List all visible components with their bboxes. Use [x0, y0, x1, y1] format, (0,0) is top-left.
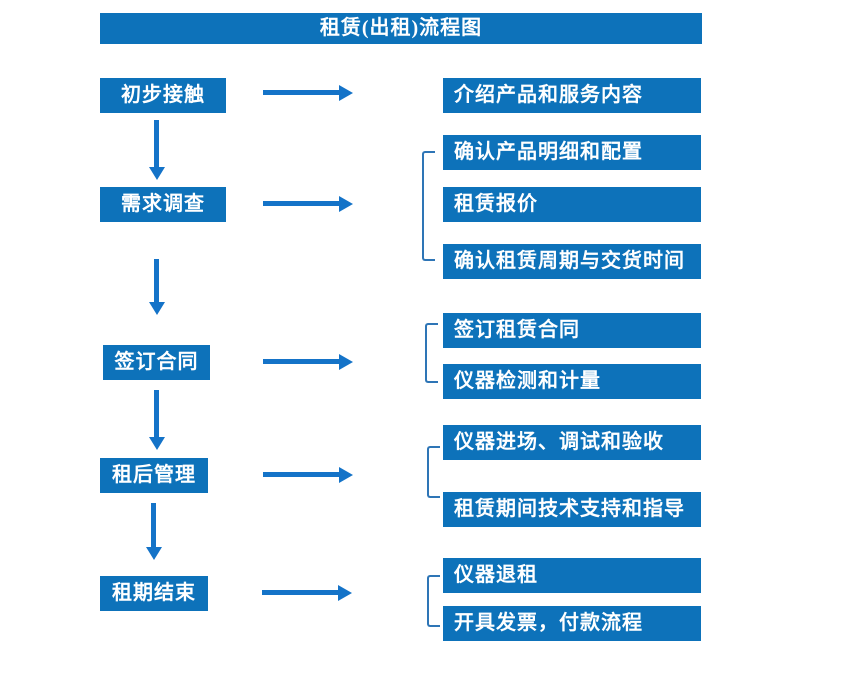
arrow-head	[339, 196, 353, 212]
group-bracket-demand-survey	[422, 151, 435, 261]
stage-box-initial-contact: 初步接触	[100, 78, 226, 113]
arrow-down-icon	[149, 120, 165, 180]
arrow-shaft	[263, 90, 340, 95]
detail-box-rental-quote: 租赁报价	[443, 187, 701, 222]
arrow-down-icon	[149, 390, 165, 450]
arrow-shaft	[262, 590, 339, 595]
detail-box-confirm-period-delivery: 确认租赁周期与交货时间	[443, 244, 701, 279]
detail-box-tech-support-guidance: 租赁期间技术支持和指导	[443, 492, 701, 527]
arrow-down-icon	[146, 503, 162, 560]
detail-box-instrument-return: 仪器退租	[443, 558, 701, 593]
arrow-head	[339, 85, 353, 101]
detail-box-intro-products-services: 介绍产品和服务内容	[443, 78, 701, 113]
group-bracket-post-rental	[427, 446, 440, 498]
arrow-shaft	[263, 472, 340, 477]
stage-box-sign-contract: 签订合同	[103, 345, 210, 380]
arrow-right-icon	[262, 585, 352, 601]
arrow-right-icon	[263, 85, 353, 101]
arrow-head	[146, 547, 162, 560]
arrow-head	[338, 585, 352, 601]
group-bracket-sign-contract	[425, 323, 438, 383]
arrow-right-icon	[263, 354, 353, 370]
detail-box-instrument-test-measure: 仪器检测和计量	[443, 364, 701, 399]
arrow-shaft	[263, 359, 340, 364]
arrow-head	[339, 354, 353, 370]
stage-box-lease-end: 租期结束	[100, 576, 208, 611]
detail-box-confirm-product-config: 确认产品明细和配置	[443, 135, 701, 170]
arrow-right-icon	[263, 467, 353, 483]
arrow-shaft	[263, 201, 340, 206]
arrow-shaft	[151, 503, 156, 547]
group-bracket-lease-end	[427, 575, 440, 627]
detail-box-sign-rental-contract: 签订租赁合同	[443, 313, 701, 348]
arrow-right-icon	[263, 196, 353, 212]
arrow-head	[339, 467, 353, 483]
arrow-shaft	[154, 390, 159, 437]
arrow-head	[149, 437, 165, 450]
detail-box-invoice-payment: 开具发票，付款流程	[443, 606, 701, 641]
arrow-shaft	[154, 259, 159, 302]
arrow-shaft	[154, 120, 159, 167]
stage-box-demand-survey: 需求调查	[100, 187, 226, 222]
detail-box-instrument-entry-acceptance: 仪器进场、调试和验收	[443, 425, 701, 460]
arrow-head	[149, 302, 165, 315]
page-title: 租赁(出租)流程图	[100, 13, 702, 44]
arrow-down-icon	[149, 259, 165, 315]
arrow-head	[149, 167, 165, 180]
stage-box-post-rental-management: 租后管理	[100, 458, 208, 493]
